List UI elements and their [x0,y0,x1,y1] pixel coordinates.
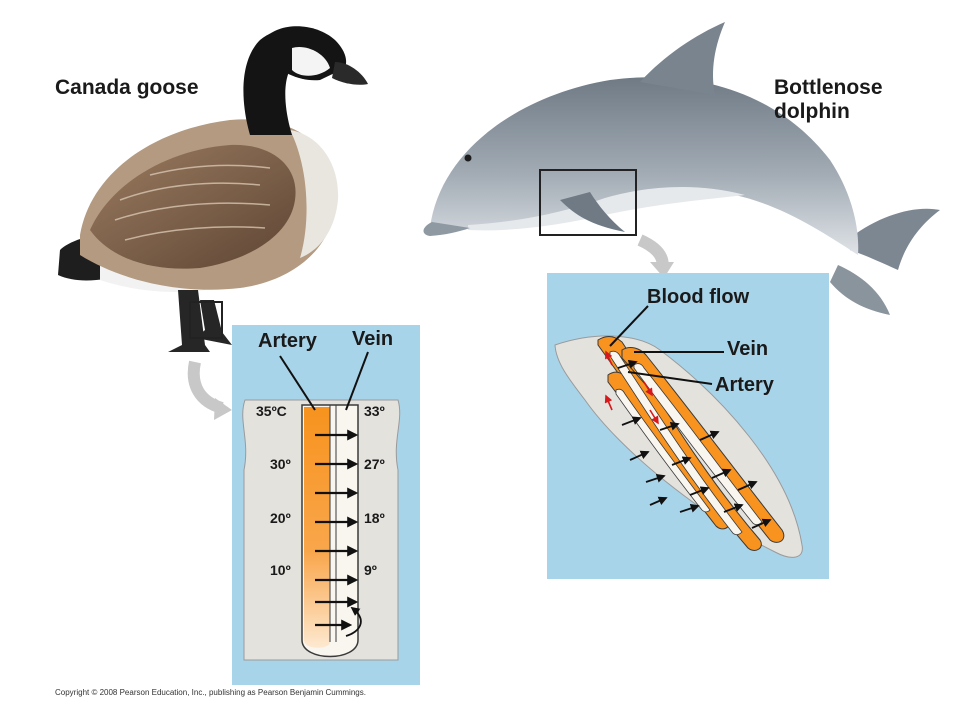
goose-zoom-box [189,301,223,339]
artery-temp-3: 20º [270,510,291,526]
artery-temp-1: 35ºC [256,403,287,419]
vein-temp-3: 18º [364,510,385,526]
dolphin-zoom-box [539,169,637,236]
dolphin-title-line2: dolphin [774,100,850,123]
artery-temp-4: 10º [270,562,291,578]
artery-temp-2: 30º [270,456,291,472]
dolphin-vein-label: Vein [727,338,769,360]
goose-artery-label: Artery [258,330,317,352]
copyright-text: Copyright © 2008 Pearson Education, Inc.… [55,688,366,697]
dolphin-title-line1: Bottlenose [774,76,883,99]
dolphin-artery-label: Artery [715,374,774,396]
vein-temp-2: 27º [364,456,385,472]
goose-vein-label: Vein [352,328,394,350]
dolphin-panel [547,273,829,579]
goose-panel [232,325,420,685]
vein-temp-4: 9º [364,562,377,578]
goose-illustration [58,26,368,352]
blood-flow-label: Blood flow [647,286,750,308]
vein-temp-1: 33º [364,403,385,419]
goose-title: Canada goose [55,76,199,99]
dolphin-illustration [423,22,940,315]
